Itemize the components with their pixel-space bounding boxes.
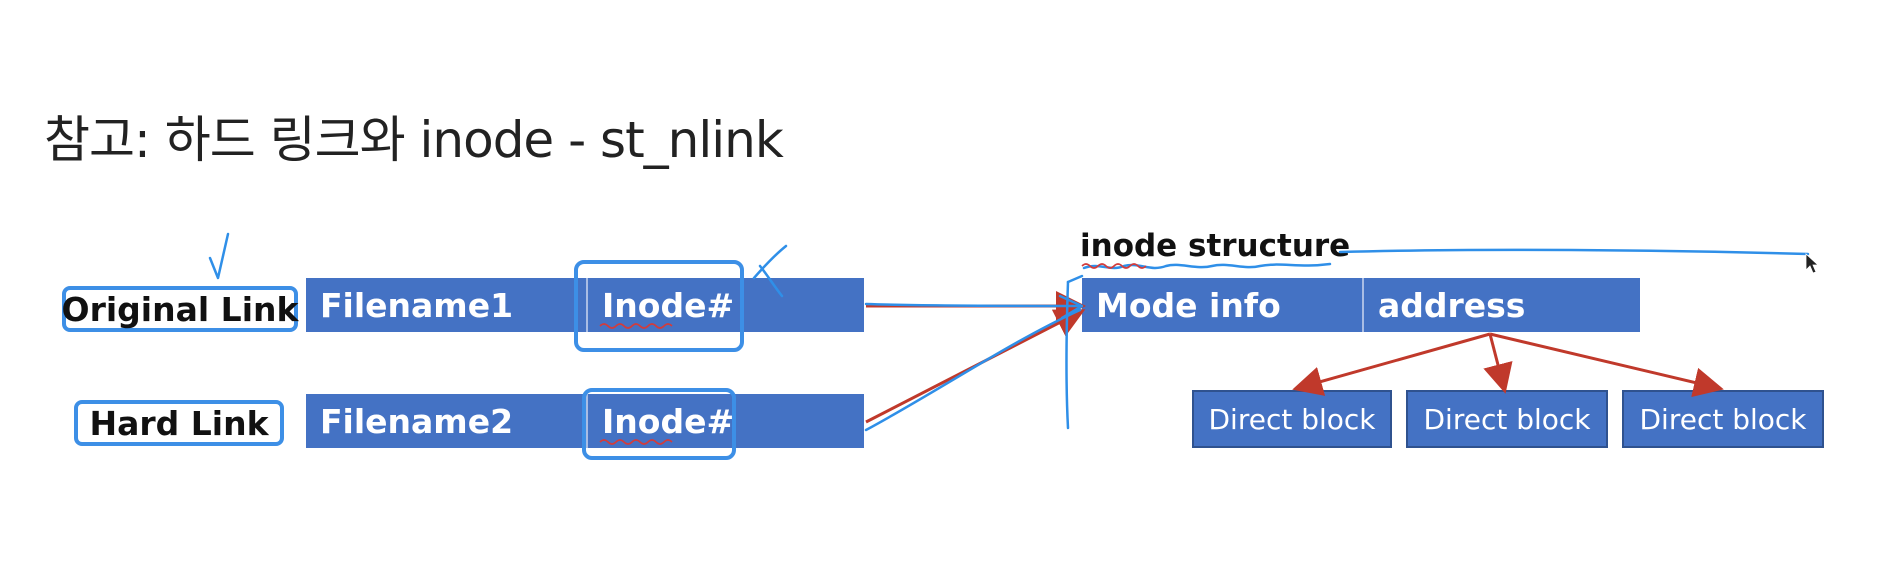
filename-1: Filename1 (320, 285, 514, 325)
cross-mark-1 (752, 244, 788, 280)
directory-entry-1: Filename1 Inode# (306, 278, 864, 332)
underline-inode-2 (599, 439, 673, 445)
direct-block-2: Direct block (1406, 390, 1608, 448)
pen-arrow-2 (864, 308, 1082, 432)
direct-block-3: Direct block (1622, 390, 1824, 448)
original-link-label: Original Link (62, 286, 298, 332)
inode-highlight-2 (582, 388, 736, 460)
underline-inode-1 (599, 323, 673, 329)
inode-number-1: Inode# (586, 278, 864, 332)
cross-mark-2 (758, 264, 784, 298)
check-mark (208, 232, 230, 280)
block-arrow-2 (1483, 333, 1513, 394)
inode-number-2: Inode# (586, 394, 864, 448)
pen-vertical-line (1065, 280, 1070, 430)
pen-arrow-1 (864, 302, 1082, 308)
pen-annotations (208, 232, 1810, 432)
pen-top-line (1066, 274, 1084, 284)
address-cell: address (1362, 278, 1640, 332)
block-arrow-1 (1292, 332, 1491, 396)
pen-long-line (1338, 248, 1810, 256)
hard-link-label: Hard Link (74, 400, 284, 446)
inode-highlight-1 (574, 260, 744, 352)
spellcheck-underlines (599, 263, 1147, 445)
mode-info-cell: Mode info (1096, 285, 1281, 325)
filename-2: Filename2 (320, 401, 514, 441)
direct-block-1: Direct block (1192, 390, 1392, 448)
cursor-icon (1805, 253, 1820, 274)
pen-squiggle (1082, 262, 1332, 270)
block-arrow-3 (1489, 332, 1724, 398)
slide-title: 참고: 하드 링크와 inode - st_nlink (44, 111, 784, 169)
underline-inode-structure (1081, 263, 1147, 269)
inode-structure-label: inode structure (1080, 228, 1351, 264)
inode-structure-box: Mode info address (1082, 278, 1640, 332)
